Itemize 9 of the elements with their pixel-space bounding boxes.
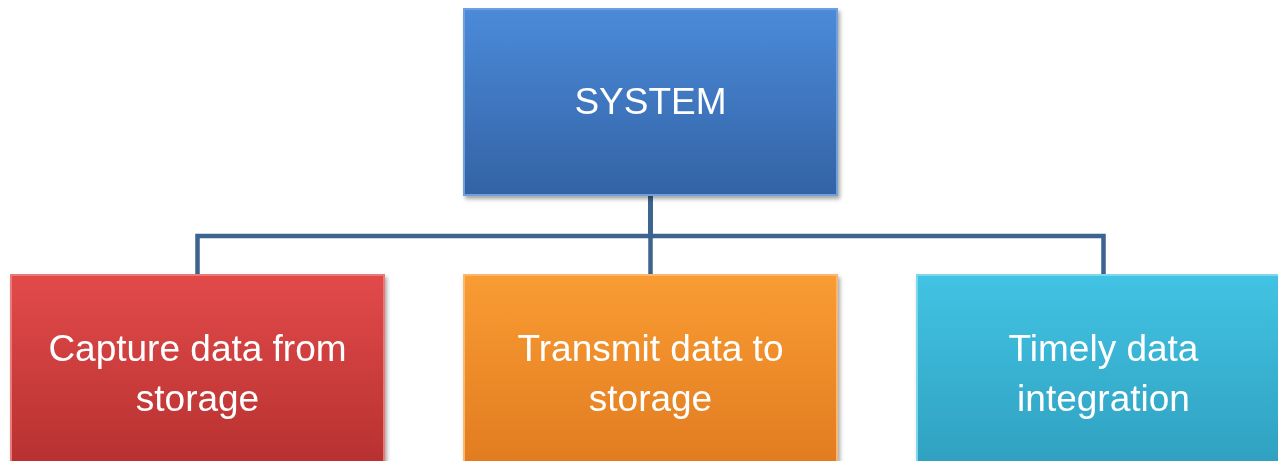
box <box>463 274 838 461</box>
box <box>916 274 1278 461</box>
box-label: Transmit data to storage <box>516 327 785 421</box>
connector-line <box>648 196 1106 274</box>
box-label: Timely data integration <box>1007 327 1200 421</box>
box <box>463 8 838 196</box>
box-label: SYSTEM <box>573 80 728 125</box>
box-label: Capture data from storage <box>47 327 348 421</box>
box <box>10 274 385 461</box>
